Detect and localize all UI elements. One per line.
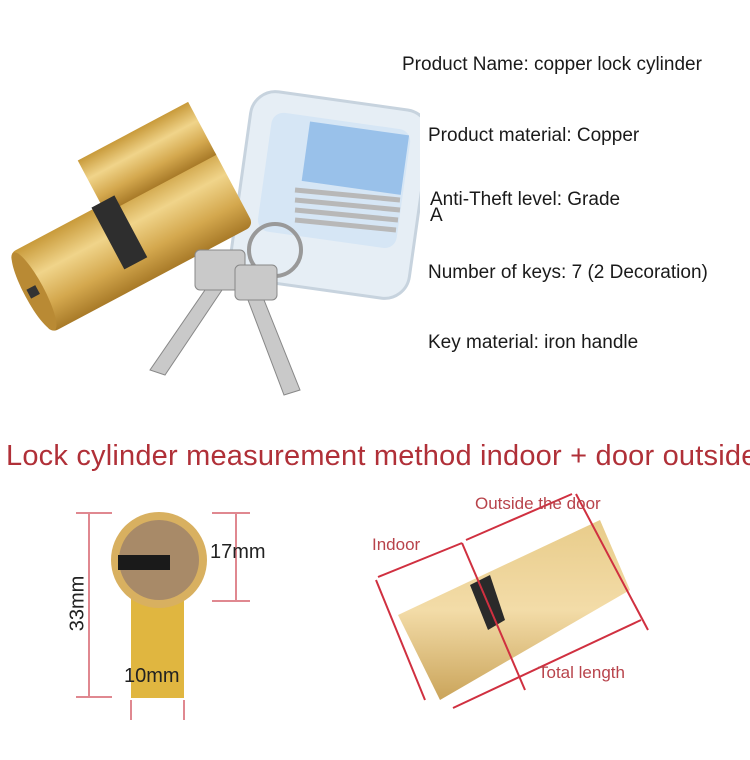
- spec-material: Product material: Copper: [428, 125, 640, 146]
- spec-key-material: Key material: iron handle: [428, 332, 639, 353]
- total-length-label: Total length: [538, 663, 625, 682]
- key-case: [229, 90, 420, 300]
- height-dimension: 33mm: [66, 575, 89, 632]
- indoor-label: Indoor: [372, 535, 421, 554]
- cam-width-dimension: 10mm: [124, 665, 180, 687]
- spec-anti-theft: Anti-Theft level: Grade: [430, 189, 621, 210]
- keys: [149, 222, 303, 396]
- keyway-dimension: 17mm: [210, 541, 266, 563]
- side-view-diagram: [375, 493, 649, 709]
- product-photo: [11, 90, 420, 396]
- section-title: Lock cylinder measurement method indoor …: [6, 440, 750, 472]
- spec-product-name: Product Name: copper lock cylinder: [402, 54, 702, 75]
- outside-door-label: Outside the door: [475, 494, 601, 513]
- lock-cylinder: [11, 101, 252, 331]
- spec-keys: Number of keys: 7 (2 Decoration): [428, 262, 708, 283]
- front-view-diagram: [76, 512, 250, 720]
- spec-anti-theft-grade: A: [430, 205, 443, 226]
